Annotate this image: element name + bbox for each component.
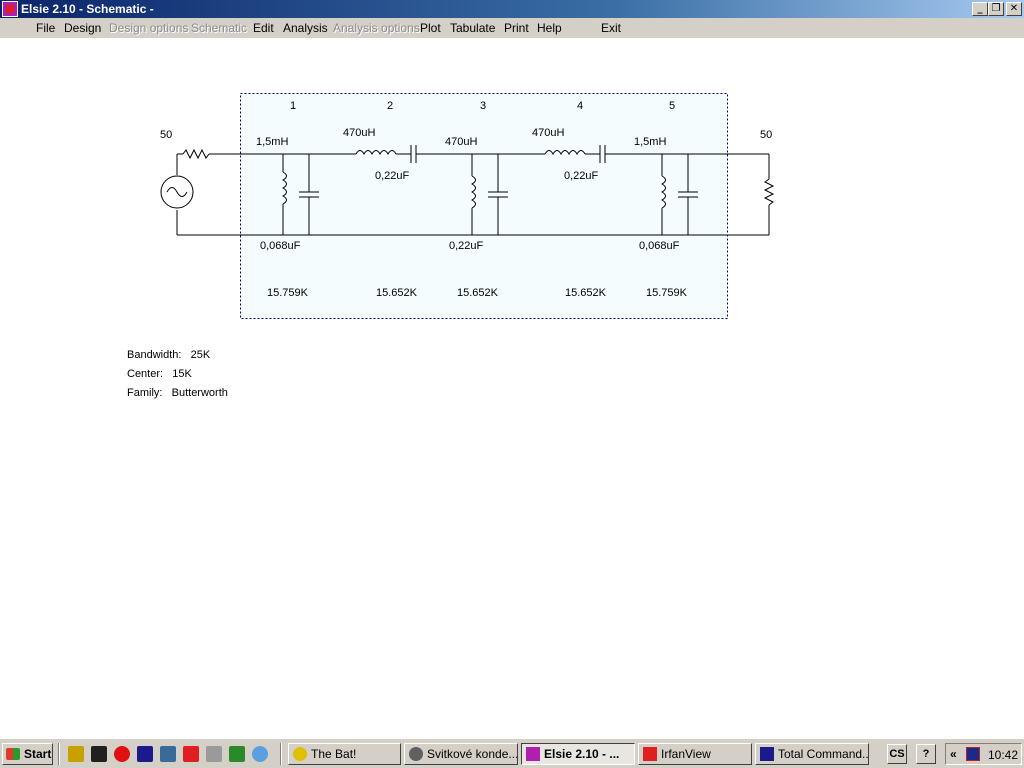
- quicklaunch-irfanview-icon[interactable]: [183, 746, 199, 762]
- sec5-inductor-value: 1,5mH: [634, 136, 667, 148]
- task-label: IrfanView: [661, 747, 711, 761]
- menu-help[interactable]: Help: [537, 21, 562, 35]
- sec1-inductor-coil: [281, 171, 287, 205]
- center-line: Center: 15K: [127, 368, 192, 380]
- menu-design[interactable]: Design: [64, 21, 102, 35]
- clock[interactable]: 10:42: [988, 748, 1019, 762]
- menu-edit[interactable]: Edit: [253, 21, 274, 35]
- bat-icon: [293, 747, 307, 761]
- resonance-value: 15.652K: [376, 287, 417, 299]
- quicklaunch-tool-icon[interactable]: [229, 746, 245, 762]
- windows-flag-icon: [6, 748, 20, 760]
- quicklaunch-ie-icon[interactable]: [252, 746, 268, 762]
- resonance-value: 15.759K: [267, 287, 308, 299]
- sec1-capacitor-value: 0,068uF: [260, 240, 301, 252]
- load-resistor: [763, 178, 775, 206]
- sec4-capacitor-value: 0,22uF: [564, 170, 599, 182]
- section-number: 2: [387, 100, 394, 112]
- family-value: Butterworth: [171, 387, 228, 399]
- sec2-capacitor-value: 0,22uF: [375, 170, 410, 182]
- app-window: Elsie 2.10 - Schematic - _ ❐ ✕ File Desi…: [0, 0, 1024, 738]
- source-resistor: [182, 148, 210, 160]
- task-irfanview[interactable]: IrfanView: [638, 743, 752, 765]
- window-title: Elsie 2.10 - Schematic -: [21, 2, 154, 16]
- menu-plot[interactable]: Plot: [420, 21, 441, 35]
- resonance-value: 15.759K: [646, 287, 687, 299]
- quicklaunch-desktop-icon[interactable]: [91, 746, 107, 762]
- irfanview-icon: [643, 747, 657, 761]
- sec5-capacitor-value: 0,068uF: [639, 240, 680, 252]
- opera-icon: [409, 747, 423, 761]
- taskbar-separator: [280, 743, 282, 765]
- taskbar: Start The Bat! Svitkové konde... Elsie 2…: [0, 738, 1024, 768]
- resonance-value: 15.652K: [457, 287, 498, 299]
- taskbar-separator: [58, 743, 60, 765]
- task-label: Elsie 2.10 - ...: [544, 747, 620, 761]
- load-impedance-label: 50: [760, 129, 773, 141]
- security-shield-icon[interactable]: [966, 747, 980, 761]
- family-line: Family: Butterworth: [127, 387, 228, 399]
- menu-analysis-options[interactable]: Analysis options: [333, 21, 420, 35]
- sec2-inductor-coil: [355, 150, 397, 156]
- bandwidth-line: Bandwidth: 25K: [127, 349, 210, 361]
- elsie-icon: [526, 747, 540, 761]
- section-number: 4: [577, 100, 584, 112]
- start-button[interactable]: Start: [2, 743, 53, 765]
- sec1-inductor-value: 1,5mH: [256, 136, 289, 148]
- signal-source: [160, 175, 194, 209]
- sec5-inductor-coil: [660, 175, 666, 209]
- restore-button[interactable]: ❐: [988, 2, 1004, 16]
- sec3-capacitor-value: 0,22uF: [449, 240, 484, 252]
- bandwidth-label: Bandwidth:: [127, 349, 182, 361]
- menu-tabulate[interactable]: Tabulate: [450, 21, 496, 35]
- language-indicator[interactable]: CS: [887, 744, 907, 764]
- task-label: The Bat!: [311, 747, 357, 761]
- sec4-inductor-coil: [544, 150, 586, 156]
- menu-analysis[interactable]: Analysis: [283, 21, 328, 35]
- sine-symbol: [166, 187, 188, 197]
- elsie-app-icon[interactable]: [2, 1, 18, 17]
- menu-bar: File Design Design options Schematic Edi…: [0, 18, 1024, 38]
- task-total-commander[interactable]: Total Command...: [755, 743, 869, 765]
- menu-schematic[interactable]: Schematic: [191, 21, 248, 35]
- task-the-bat[interactable]: The Bat!: [288, 743, 401, 765]
- schematic-canvas[interactable]: 1 2 3 4 5 50 50 1,5mH 0,068uF 470uH 0,22…: [0, 38, 1024, 738]
- section-number: 5: [669, 100, 676, 112]
- disk-icon: [760, 747, 774, 761]
- section-number: 1: [290, 100, 297, 112]
- task-label: Total Command...: [778, 747, 869, 761]
- menu-exit[interactable]: Exit: [601, 21, 622, 35]
- quicklaunch-disk-icon[interactable]: [137, 746, 153, 762]
- help-button[interactable]: ?: [916, 744, 936, 764]
- quicklaunch-info-icon[interactable]: [206, 746, 222, 762]
- center-label: Center:: [127, 368, 164, 380]
- quicklaunch-shield-icon[interactable]: [160, 746, 176, 762]
- title-bar[interactable]: Elsie 2.10 - Schematic - _ ❐ ✕: [0, 0, 1024, 18]
- resonance-value: 15.652K: [565, 287, 606, 299]
- sec3-inductor-value: 470uH: [445, 136, 478, 148]
- sec4-inductor-value: 470uH: [532, 127, 565, 139]
- start-label: Start: [24, 747, 52, 761]
- tray-expand-icon[interactable]: «: [950, 747, 957, 761]
- schematic-drawing: [160, 93, 775, 319]
- menu-print[interactable]: Print: [504, 21, 529, 35]
- quicklaunch-glasses-icon[interactable]: [68, 746, 84, 762]
- task-elsie[interactable]: Elsie 2.10 - ...: [521, 743, 635, 765]
- section-number: 3: [480, 100, 487, 112]
- menu-file[interactable]: File: [36, 21, 56, 35]
- menu-design-options[interactable]: Design options: [109, 21, 189, 35]
- section-box: [240, 93, 728, 319]
- minimize-button[interactable]: _: [972, 2, 988, 16]
- close-button[interactable]: ✕: [1006, 2, 1022, 16]
- task-label: Svitkové konde...: [427, 747, 518, 761]
- family-label: Family:: [127, 387, 163, 399]
- source-impedance-label: 50: [160, 129, 173, 141]
- bandwidth-value: 25K: [190, 349, 211, 361]
- center-value: 15K: [172, 368, 192, 380]
- sec3-inductor-coil: [470, 175, 476, 209]
- task-svitkove[interactable]: Svitkové konde...: [404, 743, 518, 765]
- system-tray: « 10:42: [945, 743, 1022, 765]
- quicklaunch-opera-icon[interactable]: [114, 746, 130, 762]
- sec2-inductor-value: 470uH: [343, 127, 376, 139]
